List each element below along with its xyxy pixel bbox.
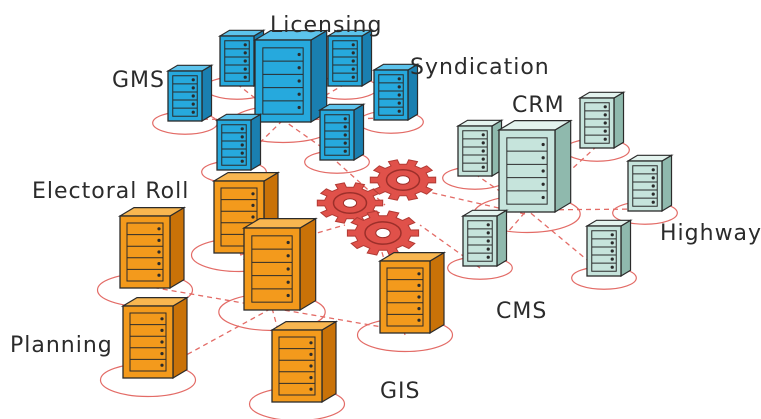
gear-icon: [369, 159, 437, 201]
server-planning: [120, 296, 190, 380]
label-gms: GMS: [112, 68, 165, 93]
server-licensing-main: [252, 29, 329, 124]
label-planning: Planning: [10, 333, 113, 358]
gear-icon: [346, 210, 420, 256]
server-orange-main: [241, 217, 318, 312]
server-syndication: [371, 63, 420, 122]
server-orange-left: [117, 206, 187, 290]
connection-line: [282, 83, 346, 121]
label-cms: CMS: [496, 299, 547, 324]
server-nodes: [117, 29, 674, 404]
label-electoral-roll: Electoral Roll: [32, 179, 189, 204]
system-labels: Licensing GMS Syndication CRM Electoral …: [10, 13, 761, 404]
server-licensing-right: [325, 29, 374, 88]
label-licensing: Licensing: [270, 13, 382, 38]
server-crm-left: [455, 119, 504, 178]
hub-connection-line: [336, 161, 386, 206]
gears-hub: [316, 159, 437, 256]
server-orange-right: [377, 251, 447, 335]
server-gms: [165, 64, 214, 123]
server-crm-main: [496, 119, 573, 214]
label-crm: CRM: [512, 93, 565, 118]
server-blue-bottom-left: [214, 113, 263, 172]
connection-line: [144, 285, 273, 309]
server-highways-upper: [625, 154, 674, 213]
label-highways: Highways: [660, 221, 761, 246]
server-cms: [460, 209, 509, 268]
server-highways-lower: [584, 219, 633, 278]
connection-line: [526, 209, 605, 275]
label-gis: GIS: [380, 379, 421, 404]
gear-icon: [316, 182, 384, 224]
server-gis: [269, 320, 339, 404]
server-crm-right: [577, 91, 626, 150]
label-syndication: Syndication: [410, 55, 550, 80]
connection-line: [526, 208, 646, 211]
server-blue-bottom-right: [317, 103, 366, 162]
connection-line: [147, 307, 273, 377]
